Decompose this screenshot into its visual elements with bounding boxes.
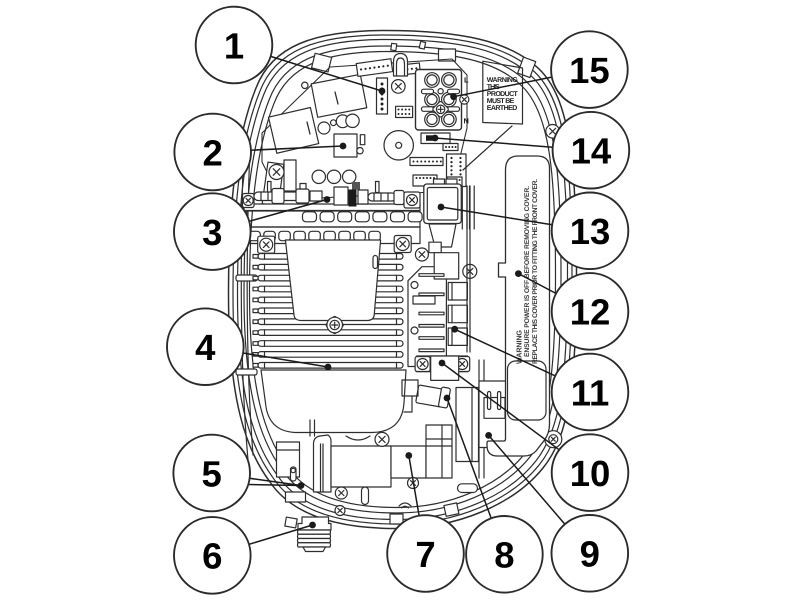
svg-text:2: 2 (203, 132, 223, 173)
svg-text:11: 11 (571, 372, 610, 413)
svg-text:15: 15 (569, 50, 610, 91)
svg-text:MUST BE: MUST BE (487, 98, 515, 105)
svg-text:L: L (464, 76, 469, 85)
svg-text:THIS: THIS (487, 84, 500, 91)
svg-text:WARNING: WARNING (487, 77, 519, 84)
svg-text:EARTHED: EARTHED (487, 105, 518, 112)
svg-text:6: 6 (202, 536, 222, 577)
svg-text:3: 3 (202, 212, 222, 253)
svg-text:PRODUCT: PRODUCT (487, 91, 519, 98)
svg-text:12: 12 (570, 292, 611, 333)
svg-text:10: 10 (570, 453, 611, 494)
svg-text:4: 4 (195, 327, 216, 368)
svg-text:8: 8 (494, 535, 514, 576)
svg-text:9: 9 (580, 534, 600, 575)
svg-text:N: N (464, 117, 469, 126)
svg-text:1: 1 (224, 25, 244, 66)
svg-text:WARNING: WARNING (515, 330, 524, 364)
svg-text:ENSURE POWER IS OFF BEFORE REM: ENSURE POWER IS OFF BEFORE REMOVING COVE… (524, 186, 531, 357)
svg-text:7: 7 (415, 534, 435, 575)
svg-text:14: 14 (571, 131, 612, 172)
svg-text:REPLACE THIS COVER PRIOR TO FI: REPLACE THIS COVER PRIOR TO FITTING THE … (532, 179, 539, 364)
svg-text:13: 13 (570, 211, 611, 252)
svg-text:5: 5 (202, 453, 222, 494)
